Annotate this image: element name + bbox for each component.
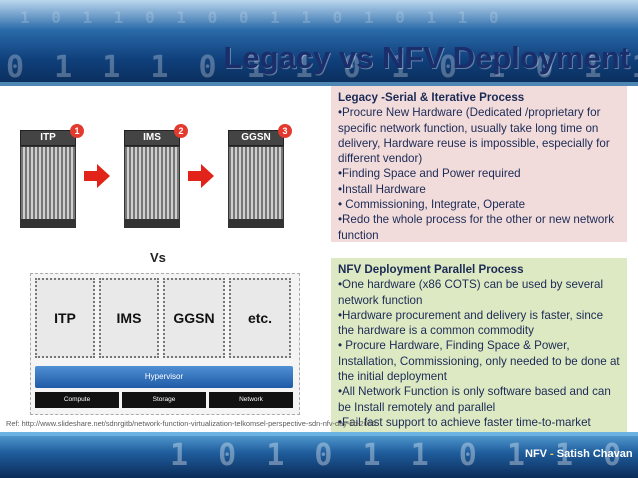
arrow-right-icon (188, 164, 214, 188)
vs-label: Vs (150, 250, 166, 265)
deployment-diagram: ITP 1 IMS 2 GGSN 3 Vs ITP IMS GGSN etc. … (12, 90, 324, 430)
author-name: Satish Chavan (556, 448, 633, 460)
hypervisor-layer: Hypervisor (35, 366, 293, 388)
header-banner: 1 0 1 1 0 1 0 0 1 1 0 1 0 1 1 0 0 1 1 1 … (0, 0, 638, 86)
hardware-network: Network (209, 392, 293, 408)
legacy-bullet: •Install Hardware (338, 182, 426, 196)
server-rack-image (228, 146, 284, 220)
nfv-bullet: •All Network Function is only software b… (338, 385, 611, 414)
step-number-badge: 1 (70, 124, 84, 138)
legacy-bullet: •Redo the whole process for the other or… (338, 213, 615, 242)
vnf-ims: IMS (99, 278, 159, 358)
arrow-right-icon (84, 164, 110, 188)
banner-stripe (0, 432, 638, 436)
nfv-bullet: • Procure Hardware, Finding Space & Powe… (338, 339, 620, 384)
legacy-heading: Legacy -Serial & Iterative Process (338, 91, 525, 104)
step-number-badge: 2 (174, 124, 188, 138)
author-separator: - (547, 448, 557, 460)
nfv-bullet: •Fail fast support to achieve faster tim… (338, 415, 591, 429)
server-label: GGSN (228, 130, 284, 146)
banner-stripe (0, 82, 638, 86)
hardware-compute: Compute (35, 392, 119, 408)
step-number-badge: 3 (278, 124, 292, 138)
slide-title: Legacy vs NFV Deployment (223, 40, 630, 75)
nfv-stack-frame: ITP IMS GGSN etc. Hypervisor Compute Sto… (30, 273, 300, 415)
server-base (124, 220, 180, 228)
binary-pattern-decoration: 0 1 1 1 0 1 1 0 1 0 1 0 1 1 0 0 1 (6, 50, 638, 85)
server-label: IMS (124, 130, 180, 146)
binary-pattern-decoration: 1 0 1 0 1 1 0 1 1 0 1 0 1 (170, 438, 638, 473)
nfv-bullet: •Hardware procurement and delivery is fa… (338, 308, 604, 338)
author-credit: NFV - Satish Chavan (525, 448, 633, 460)
vnf-ggsn: GGSN (163, 278, 225, 358)
nfv-heading: NFV Deployment Parallel Process (338, 263, 524, 276)
server-label: ITP (20, 130, 76, 146)
legacy-bullet: •Procure New Hardware (Dedicated /propri… (338, 106, 610, 166)
server-rack-image (124, 146, 180, 220)
vnf-itp: ITP (35, 278, 95, 358)
nfv-process-box: NFV Deployment Parallel Process •One har… (331, 258, 627, 434)
legacy-server-ims: IMS 2 (124, 124, 188, 228)
hardware-storage: Storage (122, 392, 206, 408)
legacy-server-ggsn: GGSN 3 (228, 124, 292, 228)
author-prefix: NFV (525, 448, 547, 460)
server-base (228, 220, 284, 228)
nfv-bullet: •One hardware (x86 COTS) can be used by … (338, 278, 604, 307)
legacy-bullet: • Commissioning, Integrate, Operate (338, 198, 526, 212)
binary-pattern-decoration: 1 0 1 1 0 1 0 0 1 1 0 1 0 1 1 0 (20, 8, 505, 27)
legacy-process-box: Legacy -Serial & Iterative Process •Proc… (331, 86, 627, 242)
reference-link-text: Ref: http://www.slideshare.net/sdnrgitb/… (6, 419, 377, 428)
footer-banner: 1 0 1 0 1 1 0 1 1 0 1 0 1 (0, 432, 638, 478)
server-base (20, 220, 76, 228)
server-rack-image (20, 146, 76, 220)
vnf-etc: etc. (229, 278, 291, 358)
legacy-bullet: •Finding Space and Power required (338, 167, 521, 181)
legacy-server-itp: ITP 1 (20, 124, 84, 228)
